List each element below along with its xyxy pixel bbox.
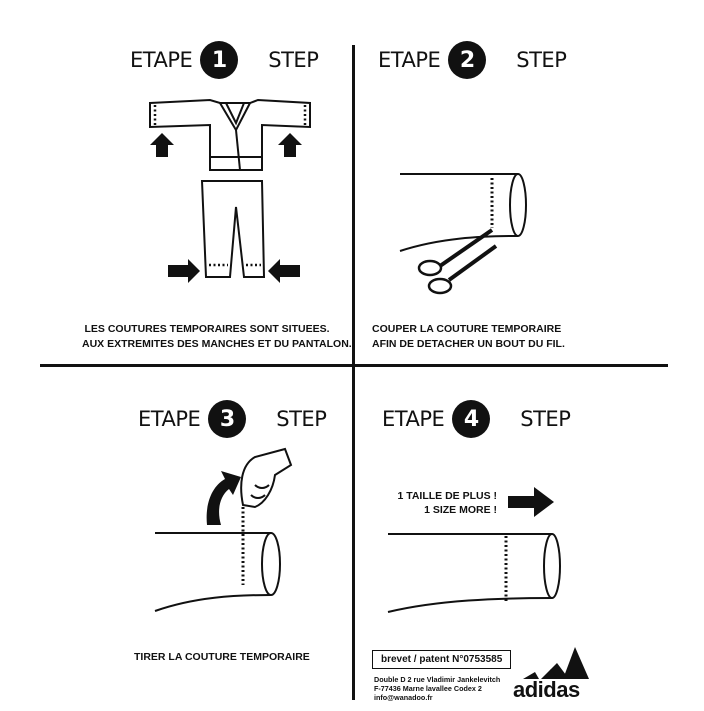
address-block: Double D 2 rue Vladimir Jankelevitch F-7… bbox=[374, 675, 500, 702]
patent-box: brevet / patent N°0753585 bbox=[372, 650, 512, 669]
size-more-line-1: 1 TAILLE DE PLUS ! bbox=[397, 490, 497, 502]
arrow-right-bold-icon bbox=[508, 487, 554, 517]
step-4-etape: ETAPE bbox=[382, 407, 445, 431]
step-2-heading: ETAPE 2 STEP bbox=[378, 41, 567, 79]
arrow-curved-up-icon bbox=[206, 471, 241, 525]
step-1-caption: LES COUTURES TEMPORAIRES SONT SITUEES. A… bbox=[82, 322, 352, 352]
step-3-heading: ETAPE 3 STEP bbox=[138, 400, 327, 438]
adidas-stripes-icon bbox=[523, 647, 589, 679]
address-line-2: F-77436 Marne lavallee Codex 2 bbox=[374, 684, 482, 693]
kimono-illustration bbox=[149, 98, 311, 283]
step-1-caption-line-1: LES COUTURES TEMPORAIRES SONT SITUEES. bbox=[84, 323, 330, 335]
step-2-number-badge: 2 bbox=[448, 41, 487, 79]
size-more-text: 1 TAILLE DE PLUS ! 1 SIZE MORE ! bbox=[392, 489, 497, 517]
step-1-number-badge: 1 bbox=[200, 41, 239, 79]
arrow-left-icon bbox=[268, 259, 300, 283]
step-1-etape: ETAPE bbox=[130, 48, 193, 72]
step-1-caption-line-2: AUX EXTREMITES DES MANCHES ET DU PANTALO… bbox=[82, 338, 352, 350]
adidas-logo: adidas bbox=[513, 647, 593, 703]
step-4-step: STEP bbox=[520, 407, 571, 431]
step-2-caption-line-1: COUPER LA COUTURE TEMPORAIRE bbox=[372, 323, 562, 335]
step-1-step: STEP bbox=[268, 48, 319, 72]
step-3-caption: TIRER LA COUTURE TEMPORAIRE bbox=[134, 650, 310, 665]
step-1-heading: ETAPE 1 STEP bbox=[130, 41, 319, 79]
vertical-divider bbox=[352, 45, 355, 700]
step-4-heading: ETAPE 4 STEP bbox=[382, 400, 571, 438]
scissors-icon bbox=[417, 228, 498, 295]
step-3-step: STEP bbox=[276, 407, 327, 431]
address-line-3: info@wanadoo.fr bbox=[374, 693, 433, 702]
step-3-caption-line-1: TIRER LA COUTURE TEMPORAIRE bbox=[134, 651, 310, 663]
adidas-wordmark: adidas bbox=[513, 677, 580, 702]
arrow-up-left-icon bbox=[150, 133, 174, 157]
horizontal-divider bbox=[40, 364, 668, 367]
step-2-caption: COUPER LA COUTURE TEMPORAIRE AFIN DE DET… bbox=[372, 322, 565, 352]
step-3-etape: ETAPE bbox=[138, 407, 201, 431]
step-2-caption-line-2: AFIN DE DETACHER UN BOUT DU FIL. bbox=[372, 338, 565, 350]
step-4-number-badge: 4 bbox=[452, 400, 491, 438]
step-2-etape: ETAPE bbox=[378, 48, 441, 72]
pull-seam-illustration bbox=[154, 447, 293, 612]
patent-text: brevet / patent N°0753585 bbox=[381, 654, 503, 665]
step-2-step: STEP bbox=[516, 48, 567, 72]
size-more-line-2: 1 SIZE MORE ! bbox=[424, 504, 497, 516]
larger-sleeve-illustration bbox=[387, 533, 561, 613]
arrow-right-icon bbox=[168, 259, 200, 283]
arrow-up-right-icon bbox=[278, 133, 302, 157]
sleeve-cut-illustration bbox=[399, 173, 527, 295]
step-3-number-badge: 3 bbox=[208, 400, 247, 438]
address-line-1: Double D 2 rue Vladimir Jankelevitch bbox=[374, 675, 501, 684]
